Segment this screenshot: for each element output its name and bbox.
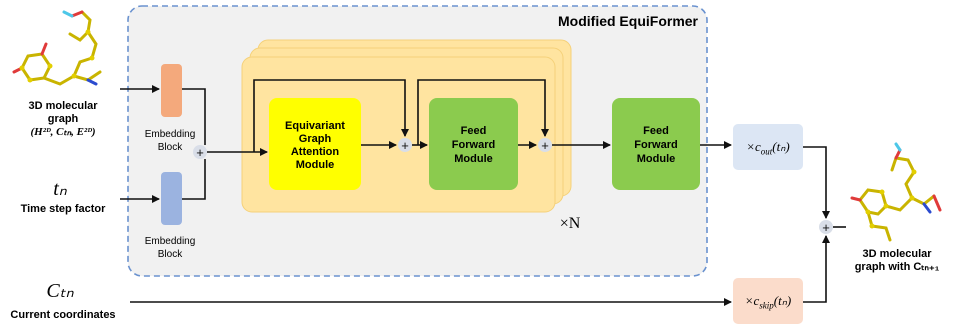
embedding-graph-line1: Embedding: [144, 129, 196, 140]
result-line1: 3D molecular: [862, 248, 932, 260]
ffn-inner-line2: Forward: [451, 139, 496, 151]
c-out-arg: (tₙ): [772, 139, 790, 154]
attention-module-label: Equivariant Graph Attention Module: [269, 120, 361, 172]
repeat-label: ×N: [559, 215, 581, 232]
c-out-label: ×cout(tₙ): [733, 139, 803, 157]
ffn-outer-line2: Forward: [634, 139, 678, 151]
ffn-outer-line1: Feed: [643, 125, 669, 137]
c-skip-label: ×cskip(tₙ): [733, 293, 803, 311]
input-graph-title-1: 3D molecular: [28, 100, 98, 112]
embedding-graph-line2: Block: [157, 142, 183, 153]
container-title: Modified EquiFormer: [558, 13, 698, 29]
embedding-label-time: Embedding Block: [130, 235, 210, 261]
ffn-inner-module: [429, 98, 518, 190]
ffn-inner-label: Feed Forward Module: [429, 124, 518, 166]
plus-circle-residual-1: [398, 138, 412, 152]
plus-sign-res2: +: [541, 138, 549, 153]
plus-circle-embed: [193, 145, 207, 159]
connectors: [120, 79, 846, 306]
c-out-box: [733, 124, 803, 170]
c-skip-sub: skip: [759, 300, 774, 311]
c-skip-text: ×c: [744, 293, 760, 308]
attention-line2: Graph: [298, 133, 332, 145]
embedding-time-line2: Block: [157, 249, 183, 260]
result-label: 3D molecular graph with Cₜₙ₊₁: [842, 248, 952, 274]
attention-line4: Module: [295, 159, 335, 171]
attention-line1: Equivariant: [285, 120, 345, 132]
time-symbol: tₙ: [53, 178, 67, 200]
ffn-inner-line3: Module: [454, 153, 493, 165]
c-out-text: ×c: [746, 139, 761, 154]
ffn-outer-label: Feed Forward Module: [612, 124, 700, 166]
time-label: Time step factor: [20, 203, 106, 215]
embedding-block-graph: [161, 64, 182, 117]
attention-module: [269, 98, 361, 190]
embedding-label-graph: Embedding Block: [130, 128, 210, 154]
coords-symbol: Cₜₙ: [46, 280, 74, 302]
plus-sign-embed: +: [196, 145, 204, 160]
input-graph-label: 3D molecular graph (H²ᴰ, Cₜₙ, E²ᴰ): [8, 100, 118, 139]
plus-circle-residual-2: [538, 138, 552, 152]
plus-circle-output: [819, 220, 833, 234]
ffn-outer-module: [612, 98, 700, 190]
c-out-sub: out: [760, 146, 773, 157]
plus-sign-output: +: [822, 220, 830, 235]
ffn-inner-line1: Feed: [460, 125, 487, 137]
c-skip-box: [733, 278, 803, 324]
input-graph-formula: (H²ᴰ, Cₜₙ, E²ᴰ): [30, 126, 96, 138]
attention-line3: Attention: [290, 146, 340, 158]
embedding-block-time: [161, 172, 182, 225]
embedding-time-line1: Embedding: [144, 236, 196, 247]
input-graph-title-2: graph: [47, 113, 79, 125]
ffn-outer-line3: Module: [636, 153, 676, 165]
input-molecule-image: [12, 10, 102, 86]
plus-sign-res1: +: [401, 138, 409, 153]
c-skip-arg: (tₙ): [773, 293, 792, 308]
result-line2: graph with Cₜₙ₊₁: [854, 261, 940, 273]
coords-label: Current coordinates: [10, 309, 116, 321]
output-molecule-image: [850, 142, 942, 242]
